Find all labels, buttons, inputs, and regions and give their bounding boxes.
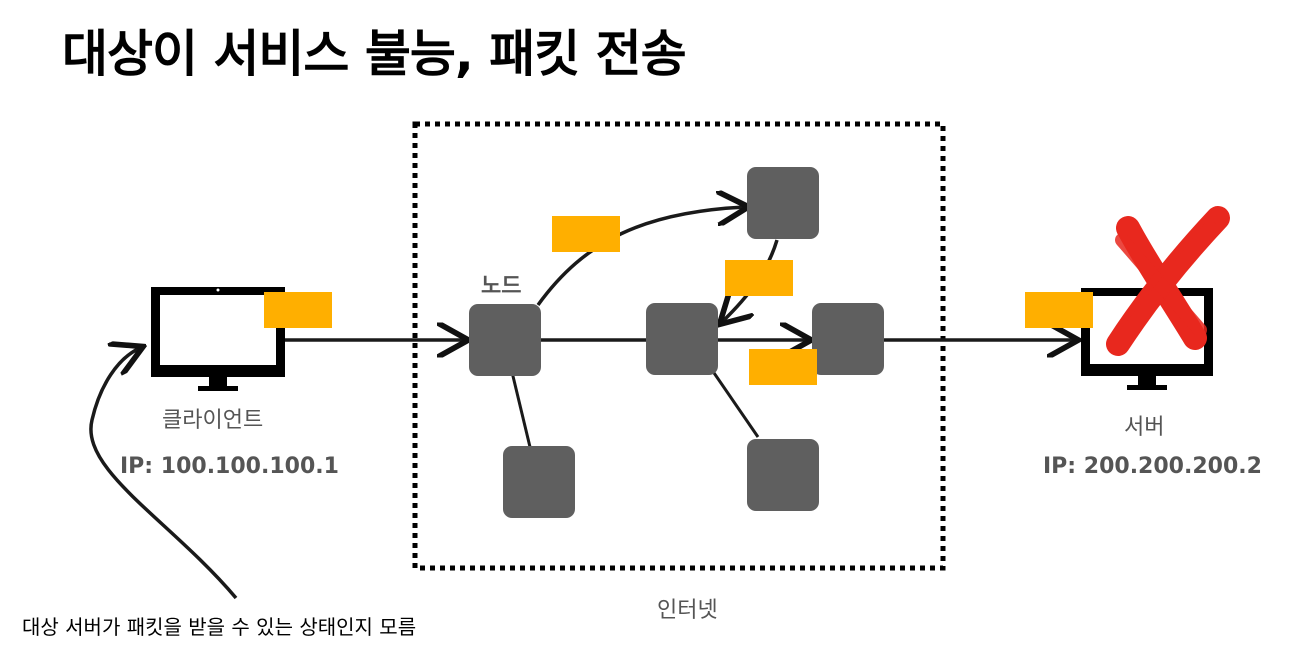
client-label: 클라이언트 <box>162 408 264 433</box>
link-node1-bottom <box>510 371 532 448</box>
node-label: 노드 <box>481 274 522 299</box>
server-ip: IP: 200.200.200.2 <box>1043 454 1262 479</box>
packet-server <box>1025 292 1093 328</box>
internet-label: 인터넷 <box>657 598 718 623</box>
node-bottom-right <box>747 439 819 511</box>
arrow-node-to-top <box>536 207 745 307</box>
server-label: 서버 <box>1124 415 1165 440</box>
packet-route-2 <box>725 260 793 296</box>
node-middle <box>646 303 718 375</box>
monitor-icon <box>151 287 285 391</box>
node-right <box>812 303 884 375</box>
node-bottom-left <box>503 446 575 518</box>
client-ip: IP: 100.100.100.1 <box>120 454 339 479</box>
page-title: 대상이 서비스 불능, 패킷 전송 <box>62 25 687 83</box>
arrow-note-to-client <box>89 348 238 600</box>
packet-route-3 <box>749 349 817 385</box>
packet-route-1 <box>552 216 620 252</box>
cross-mark-icon <box>1106 206 1230 356</box>
node-entry <box>469 304 541 376</box>
node-top <box>747 167 819 239</box>
internet-boundary <box>412 121 946 571</box>
link-node3-bottom <box>710 369 760 438</box>
note-text: 대상 서버가 패킷을 받을 수 있는 상태인지 모름 <box>22 615 417 639</box>
packet-client <box>264 292 332 328</box>
